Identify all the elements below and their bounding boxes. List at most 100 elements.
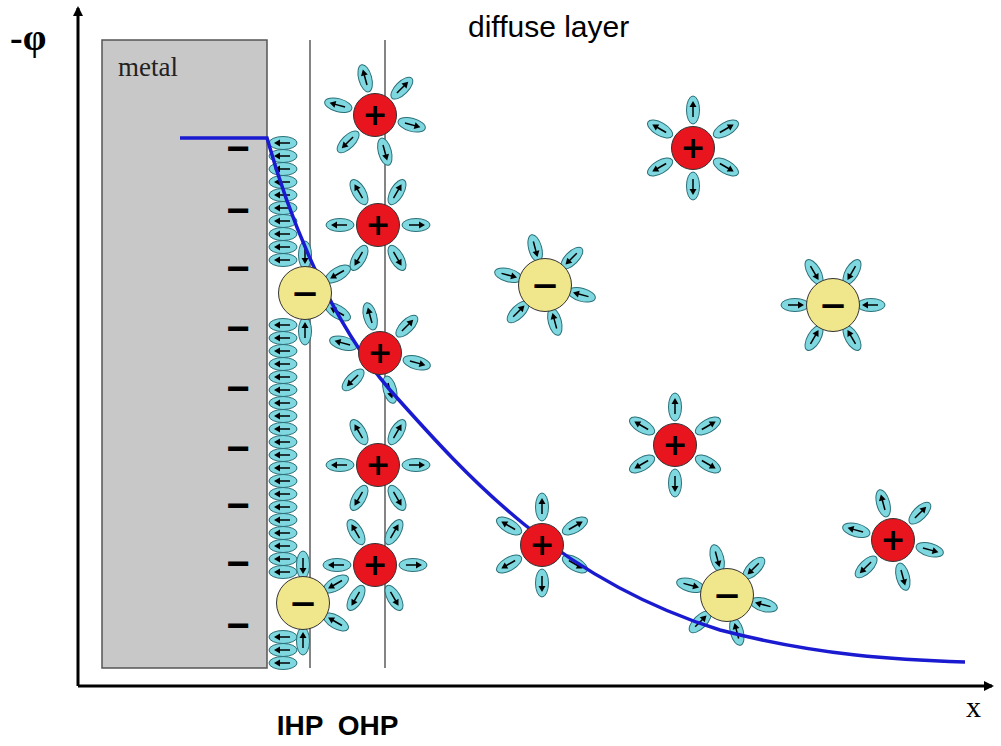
water-molecule bbox=[269, 384, 297, 397]
water-molecule bbox=[343, 517, 368, 548]
anion-circle: − bbox=[276, 576, 330, 630]
cation-sign: + bbox=[880, 525, 905, 555]
cation-sign: + bbox=[365, 450, 390, 480]
cation-circle: + bbox=[356, 203, 400, 247]
surface-charge: − bbox=[226, 308, 249, 348]
water-molecule bbox=[346, 483, 371, 514]
water-molecules bbox=[269, 63, 945, 669]
water-molecule bbox=[269, 397, 297, 410]
water-molecule bbox=[269, 228, 297, 241]
water-molecule bbox=[375, 136, 395, 166]
water-molecule bbox=[905, 499, 934, 528]
metal-label: metal bbox=[118, 52, 178, 82]
water-molecule bbox=[269, 371, 297, 384]
water-molecule bbox=[346, 177, 371, 208]
water-molecule bbox=[269, 358, 297, 371]
cation-sign: + bbox=[362, 550, 387, 580]
anion-sign: − bbox=[289, 586, 318, 620]
water-molecule bbox=[299, 317, 312, 345]
anion-circle: − bbox=[700, 568, 754, 622]
water-molecule bbox=[269, 410, 297, 423]
water-molecule bbox=[402, 459, 430, 472]
water-molecule bbox=[857, 299, 885, 312]
anion-sign: − bbox=[819, 288, 848, 322]
water-molecule bbox=[669, 469, 682, 497]
cation-sign: + bbox=[367, 338, 392, 368]
cation-circle: + bbox=[358, 331, 402, 375]
water-molecule bbox=[355, 63, 375, 93]
cation-circle: + bbox=[671, 126, 715, 170]
axis-label: -φ bbox=[10, 18, 46, 56]
potential-curve bbox=[180, 138, 965, 662]
surface-charge: − bbox=[226, 605, 249, 645]
water-molecule bbox=[343, 583, 368, 614]
water-molecule bbox=[323, 559, 351, 572]
anion-circle: − bbox=[278, 266, 332, 320]
anion-sign: − bbox=[291, 276, 320, 310]
metal-electrode bbox=[102, 40, 267, 668]
water-molecule bbox=[536, 569, 549, 597]
water-molecule bbox=[269, 241, 297, 254]
water-molecule bbox=[297, 551, 310, 579]
water-molecule bbox=[914, 540, 944, 560]
surface-charge: − bbox=[226, 543, 249, 583]
water-molecule bbox=[873, 488, 893, 518]
water-molecule bbox=[297, 627, 310, 655]
water-molecule bbox=[269, 488, 297, 501]
water-molecule bbox=[346, 417, 371, 448]
water-molecule bbox=[269, 566, 297, 579]
cation-circle: + bbox=[653, 423, 697, 467]
water-molecule bbox=[269, 631, 297, 644]
water-molecule bbox=[384, 177, 409, 208]
cation-circle: + bbox=[353, 93, 397, 137]
water-molecule bbox=[269, 137, 297, 150]
water-molecule bbox=[381, 517, 406, 548]
water-molecule bbox=[781, 299, 809, 312]
water-molecule bbox=[392, 312, 421, 341]
water-molecule bbox=[269, 436, 297, 449]
water-molecule bbox=[269, 657, 297, 670]
cation-circle: + bbox=[520, 523, 564, 567]
y-axis bbox=[77, 8, 80, 686]
anion-circle: − bbox=[806, 278, 860, 332]
x-axis bbox=[78, 685, 992, 688]
cation-sign: + bbox=[680, 133, 705, 163]
region-label: diffuse layer bbox=[468, 12, 629, 42]
plane-label: IHP bbox=[277, 712, 324, 740]
water-molecule bbox=[693, 413, 724, 438]
water-molecule bbox=[269, 462, 297, 475]
water-molecule bbox=[687, 96, 700, 124]
water-molecule bbox=[711, 154, 742, 179]
water-molecule bbox=[269, 501, 297, 514]
water-molecule bbox=[384, 417, 409, 448]
water-molecule bbox=[269, 319, 297, 332]
anion-sign: − bbox=[713, 578, 742, 612]
cation-circle: + bbox=[871, 518, 915, 562]
cation-sign: + bbox=[365, 210, 390, 240]
water-molecule bbox=[494, 551, 525, 576]
metal-label-box: metal bbox=[110, 48, 186, 87]
water-molecule bbox=[402, 219, 430, 232]
water-molecule bbox=[387, 74, 416, 103]
anion-sign: − bbox=[531, 268, 560, 302]
water-molecule bbox=[326, 219, 354, 232]
water-molecule bbox=[334, 127, 363, 156]
water-molecule bbox=[396, 115, 426, 135]
water-molecule bbox=[384, 243, 409, 274]
water-molecule bbox=[687, 172, 700, 200]
ihp-line bbox=[309, 40, 310, 668]
water-molecule bbox=[401, 353, 431, 373]
water-molecule bbox=[323, 95, 353, 115]
anion-circle: − bbox=[518, 258, 572, 312]
water-molecule bbox=[399, 559, 427, 572]
axis-label: x bbox=[966, 692, 981, 722]
surface-charge: − bbox=[226, 248, 249, 288]
water-molecule bbox=[269, 423, 297, 436]
cation-circle: + bbox=[356, 443, 400, 487]
water-molecule bbox=[560, 513, 591, 538]
water-molecule bbox=[627, 451, 658, 476]
water-molecule bbox=[269, 449, 297, 462]
water-molecule bbox=[269, 553, 297, 566]
water-molecule bbox=[841, 520, 871, 540]
